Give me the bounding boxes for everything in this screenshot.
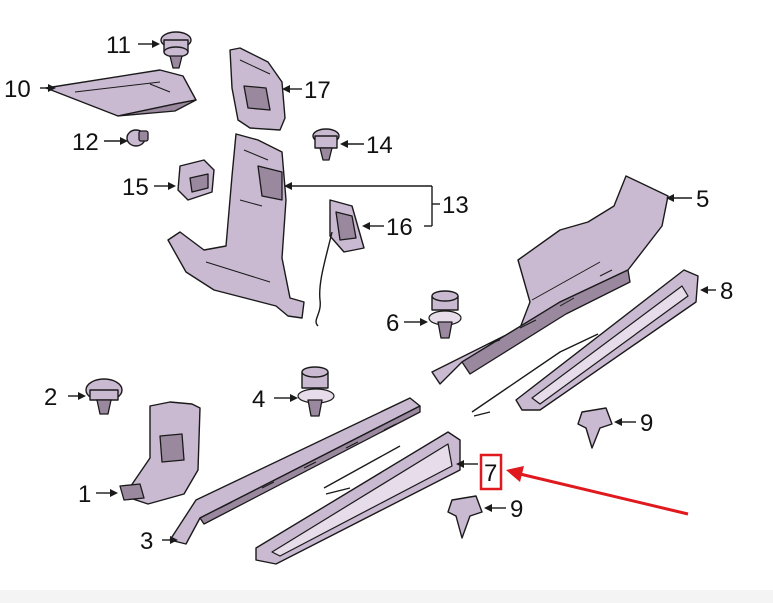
part-9-clip-lower bbox=[447, 495, 483, 539]
bottom-strip bbox=[0, 590, 773, 603]
callout-14: 14 bbox=[366, 132, 393, 159]
part-9-clip-upper bbox=[577, 407, 613, 449]
part-5-rear-sill bbox=[431, 175, 669, 385]
callout-1: 1 bbox=[78, 481, 91, 508]
callout-6: 6 bbox=[386, 310, 399, 337]
highlight-arrow bbox=[519, 472, 689, 516]
callout-8: 8 bbox=[720, 278, 733, 305]
part-3-front-sill bbox=[169, 397, 421, 545]
highlight-box bbox=[479, 453, 503, 491]
part-11-clip bbox=[160, 31, 192, 69]
part-4-clip bbox=[297, 366, 335, 417]
exploded-parts-drawing: 10 11 12 17 14 15 13 16 5 6 8 9 2 4 1 3 … bbox=[4, 31, 733, 565]
part-8-rear-sill-plate bbox=[471, 269, 699, 417]
callout-9-lower: 9 bbox=[510, 496, 523, 523]
callout-15: 15 bbox=[122, 174, 149, 201]
callout-13: 13 bbox=[442, 192, 469, 219]
part-15-switch bbox=[177, 159, 215, 201]
part-6-clip bbox=[428, 290, 462, 339]
part-13-b-pillar-trim bbox=[167, 133, 305, 319]
highlight-arrowhead bbox=[506, 466, 524, 482]
part-7-front-sill-plate bbox=[255, 431, 461, 565]
callout-2: 2 bbox=[44, 384, 57, 411]
callout-7: 7 bbox=[484, 460, 497, 487]
part-10-upper-trim bbox=[45, 69, 197, 117]
callout-16: 16 bbox=[386, 214, 413, 241]
part-16-panel bbox=[315, 199, 365, 327]
part-17-pillar-trim bbox=[229, 47, 286, 131]
callout-10: 10 bbox=[4, 76, 31, 103]
callout-12: 12 bbox=[72, 129, 99, 156]
parts-diagram: 10 11 12 17 14 15 13 16 5 6 8 9 2 4 1 3 … bbox=[4, 31, 733, 565]
callout-5: 5 bbox=[696, 186, 709, 213]
part-2-clip bbox=[85, 378, 123, 415]
callout-11: 11 bbox=[106, 32, 131, 59]
callout-3: 3 bbox=[140, 528, 153, 555]
part-1-a-pillar-lower bbox=[119, 401, 201, 505]
part-12-plug bbox=[126, 129, 149, 147]
callout-9-upper: 9 bbox=[640, 410, 653, 437]
part-14-clip bbox=[312, 128, 340, 161]
callout-4: 4 bbox=[252, 386, 265, 413]
callout-17: 17 bbox=[304, 77, 331, 104]
